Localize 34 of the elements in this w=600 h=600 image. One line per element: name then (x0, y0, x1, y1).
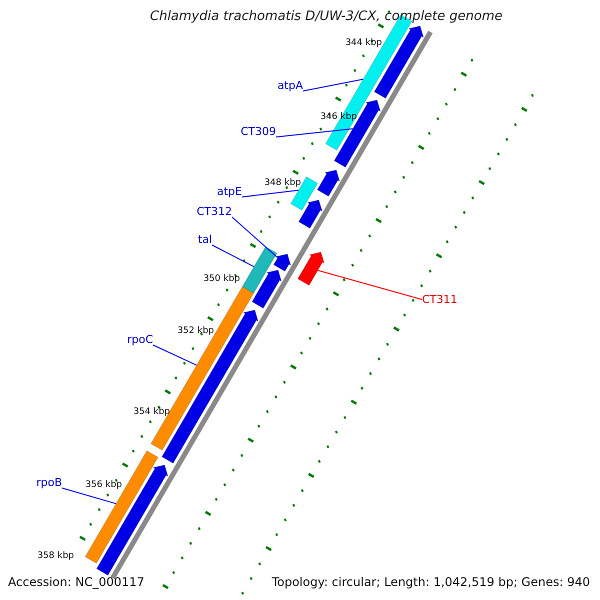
gene-label: atpE (217, 186, 242, 197)
leader-line (276, 128, 354, 138)
gene-feature (298, 200, 322, 229)
gene-label: rpoB (36, 477, 62, 488)
tick-label: 356 kbp (85, 480, 122, 490)
tick-label: 348 kbp (264, 178, 301, 188)
tick-label: 346 kbp (320, 112, 357, 122)
leader-line (317, 270, 422, 300)
tick-label: 350 kbp (203, 274, 240, 284)
gene-label: tal (198, 234, 212, 245)
leader-line (152, 344, 198, 366)
tick-label: 352 kbp (177, 326, 214, 336)
tick-label: 358 kbp (37, 552, 74, 560)
accession-text: Accession: NC_000117 (8, 576, 144, 588)
gene-label: CT309 (240, 126, 276, 137)
gene-label: atpA (277, 80, 303, 91)
leader-line (212, 244, 254, 268)
gene-feature (317, 170, 340, 197)
leader-line (232, 216, 278, 258)
gene-label: CT312 (196, 206, 232, 217)
leader-line (62, 488, 116, 504)
leader-line (242, 190, 299, 198)
tick-label: 354 kbp (133, 408, 170, 416)
gene-bar (242, 246, 278, 294)
gene-label: rpoC (127, 334, 153, 345)
gene-feature (252, 270, 282, 309)
gene-feature (273, 254, 291, 272)
gene-label: CT311 (422, 294, 458, 305)
gene-feature (298, 252, 324, 286)
genome-summary: Topology: circular; Length: 1,042,519 bp; Genes: 940 (272, 576, 590, 588)
gene-bar (150, 286, 254, 450)
tick-label: 344 kbp (345, 38, 382, 48)
gene-bar (84, 450, 158, 564)
title: Chlamydia trachomatis D/UW-3/CX, complete genome (150, 10, 503, 23)
